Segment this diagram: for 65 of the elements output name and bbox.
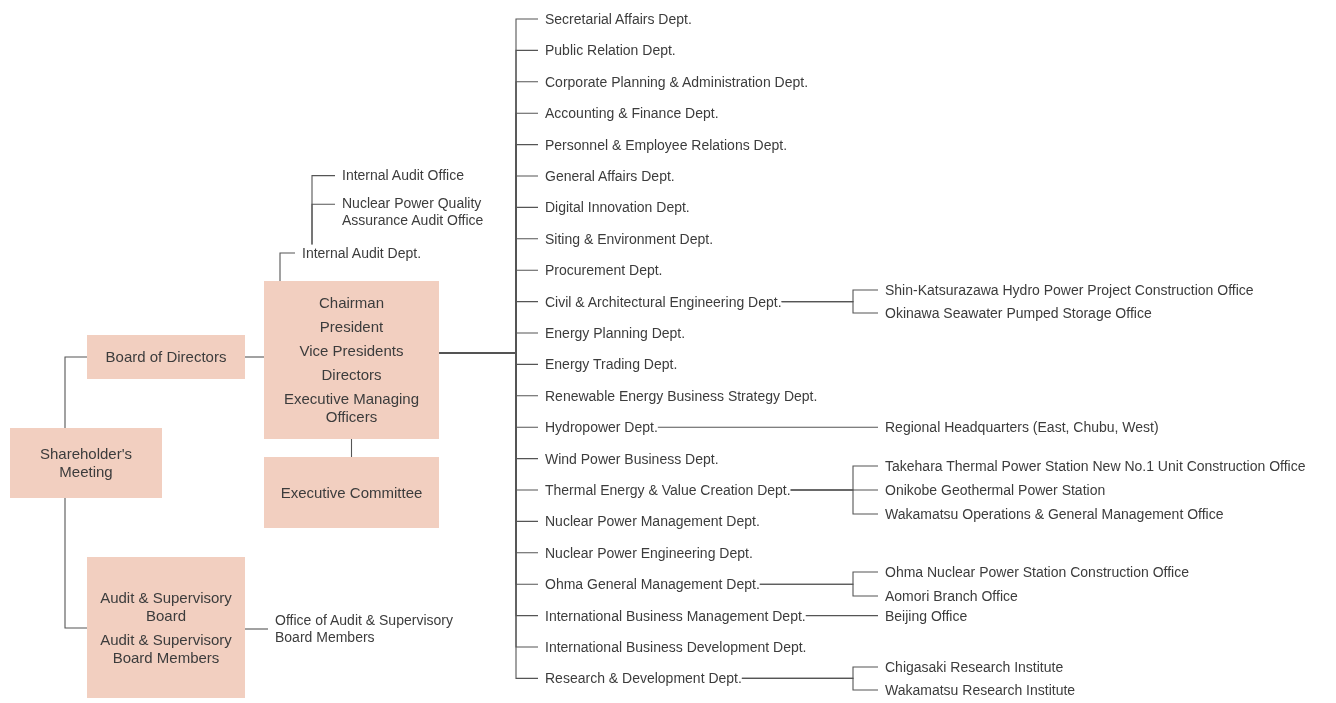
role-label: Vice Presidents (299, 342, 404, 360)
unit-label: Secretarial Affairs Dept. (538, 10, 692, 28)
unit-label: Beijing Office (878, 607, 968, 625)
unit-label: Public Relation Dept. (538, 42, 676, 59)
unit-label: Chigasaki Research Institute (878, 658, 1064, 676)
connector-line (64, 497, 88, 629)
unit-label: Aomori Branch Office (878, 587, 1018, 605)
unit-label: Personnel & Employee Relations Dept. (538, 136, 788, 153)
unit-label: Energy Trading Dept. (538, 356, 678, 373)
org-box (10, 428, 162, 498)
unit-label: General Affairs Dept. (538, 167, 675, 185)
unit-label: Onikobe Geothermal Power Station (878, 481, 1106, 499)
org-box (264, 281, 439, 439)
unit-label: Okinawa Seawater Pumped Storage Office (878, 304, 1152, 322)
unit-label: Digital Innovation Dept. (538, 199, 690, 216)
unit-label: Ohma Nuclear Power Station Construction Office (878, 563, 1189, 581)
role-label: President (319, 318, 384, 336)
connector-line (311, 203, 336, 246)
unit-label: Wakamatsu Operations & General Management Office (878, 505, 1224, 523)
unit-label: Nuclear Power Engineering Dept. (538, 544, 753, 562)
connector-line (790, 489, 879, 515)
role-label: Audit & Supervisory Board Members (99, 630, 233, 667)
role-label: Shareholder's Meeting (38, 445, 134, 481)
org-box (87, 557, 245, 698)
org-box (87, 335, 245, 379)
unit-label: Wind Power Business Dept. (538, 450, 719, 467)
unit-label: Accounting & Finance Dept. (538, 104, 719, 122)
connector-line (64, 356, 88, 429)
role-label: Chairman (319, 294, 384, 312)
unit-label: Nuclear Power Management Dept. (538, 513, 760, 530)
unit-label: Takehara Thermal Power Station New No.1 Unit Construction Office (878, 457, 1306, 475)
unit-label: Wakamatsu Research Institute (878, 681, 1076, 699)
unit-label: Ohma General Management Dept. (538, 575, 760, 593)
unit-label: Renewable Energy Business Strategy Dept. (538, 387, 818, 405)
connector-line (759, 583, 879, 597)
connector-line (244, 628, 269, 630)
connector-line (244, 356, 265, 358)
unit-label: Thermal Energy & Value Creation Dept. (538, 481, 791, 499)
role-label: Directors (321, 366, 382, 384)
unit-label: Internal Audit Office (335, 166, 464, 184)
connector-line (805, 615, 879, 617)
unit-label: Office of Audit & Supervisory Board Members (268, 612, 475, 646)
unit-label: Shin-Katsurazawa Hydro Power Project Construction Office (878, 281, 1254, 299)
unit-label: Civil & Architectural Engineering Dept. (538, 293, 782, 310)
unit-label: Regional Headquarters (East, Chubu, West) (878, 418, 1159, 436)
role-label: Executive Managing Officers (282, 390, 421, 426)
unit-label: Hydropower Dept. (538, 418, 658, 436)
unit-label: Corporate Planning & Administration Dept. (538, 73, 809, 91)
connector-line (279, 252, 296, 282)
org-box (264, 457, 439, 528)
unit-label: International Business Development Dept. (538, 638, 807, 656)
unit-label: Research & Development Dept. (538, 670, 742, 687)
connector-line (350, 438, 353, 458)
unit-label: Procurement Dept. (538, 261, 663, 279)
connector-line (741, 677, 879, 691)
unit-label: Nuclear Power Quality Assurance Audit Office (335, 195, 522, 229)
role-label: Audit & Supervisory Board (99, 588, 233, 625)
unit-label: International Business Management Dept. (538, 607, 806, 624)
role-label: Board of Directors (105, 348, 227, 366)
unit-label: Energy Planning Dept. (538, 324, 686, 342)
unit-label: Siting & Environment Dept. (538, 230, 714, 248)
role-label: Executive Committee (280, 483, 423, 502)
connector-line (781, 301, 879, 314)
unit-label: Internal Audit Dept. (295, 244, 422, 262)
connector-line (657, 426, 879, 428)
